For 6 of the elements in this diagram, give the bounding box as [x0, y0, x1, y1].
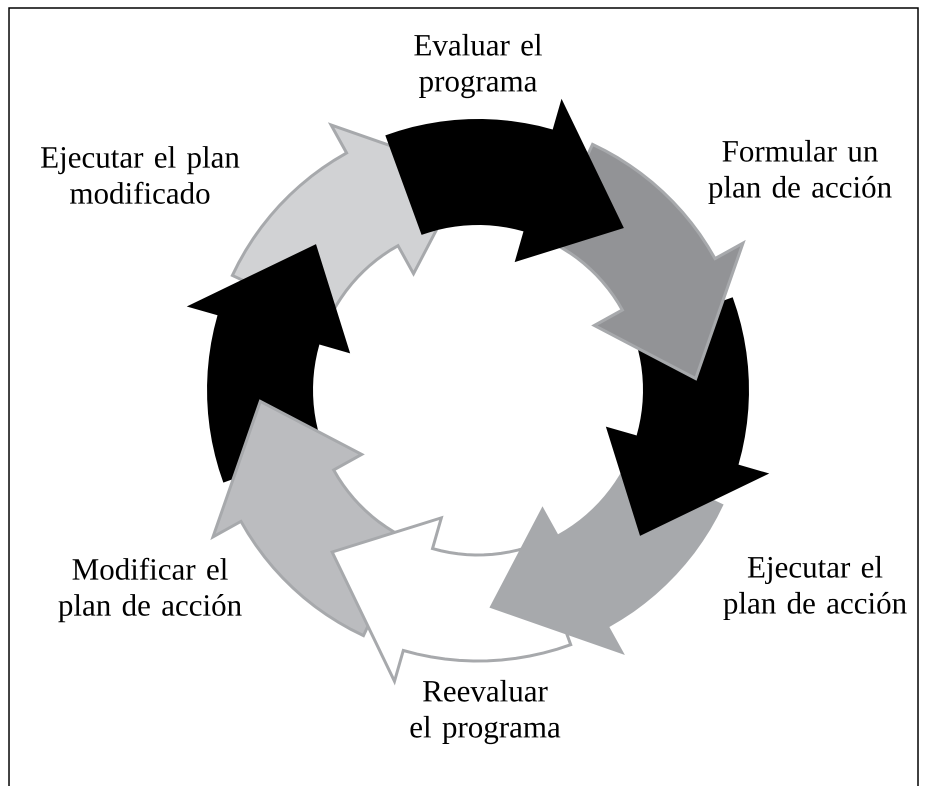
step-label: Reevaluar el programa — [410, 680, 560, 744]
step-label: Evaluar el programa — [414, 34, 542, 98]
step-label: Ejecutar el plan modificado — [41, 146, 240, 204]
step-label: Modificar el plan de acción — [58, 558, 242, 622]
step-label: Formular un plan de acción — [708, 140, 892, 204]
step-label: Ejecutar el plan de acción — [723, 556, 907, 620]
